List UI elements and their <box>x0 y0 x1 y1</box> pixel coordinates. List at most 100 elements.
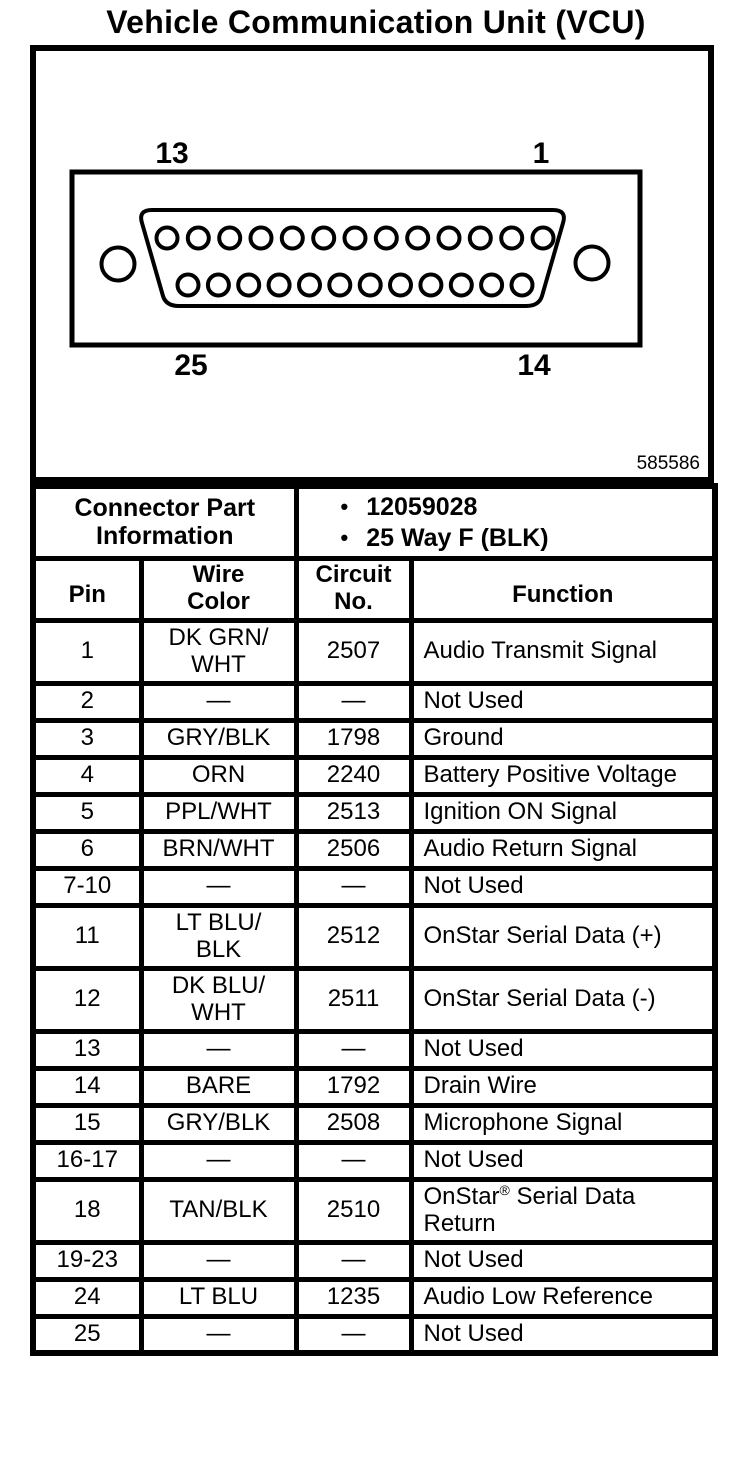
circuit-cell: — <box>293 1139 414 1182</box>
circuit-cell: 2506 <box>293 828 414 871</box>
table-row: 7-10 — — Not Used <box>30 865 718 908</box>
pin-hole <box>342 225 368 251</box>
table-row: 25 — — Not Used <box>30 1313 718 1356</box>
pin-cell: 4 <box>30 754 144 797</box>
pin-cell: 12 <box>30 965 144 1034</box>
table-row: 3 GRY/BLK 1798 Ground <box>30 717 718 760</box>
function-cell: Audio Transmit Signal <box>408 617 718 686</box>
pin-hole <box>499 225 525 251</box>
mounting-hole-left <box>99 245 137 283</box>
pin-label-14: 14 <box>517 349 551 382</box>
connector-part-number: • 12059028 <box>299 493 713 521</box>
function-text: OnStar <box>423 1182 500 1210</box>
function-cell: Audio Low Reference <box>408 1276 718 1319</box>
function-cell: Not Used <box>408 1139 718 1182</box>
header-function: Function <box>408 555 718 623</box>
pin-hole <box>509 272 535 298</box>
function-cell: Ground <box>408 717 718 760</box>
pin-cell: 25 <box>30 1313 144 1356</box>
pin-holes-top-row <box>154 225 556 251</box>
table-row: 11 LT BLU/ BLK 2512 OnStar Serial Data (… <box>30 902 718 971</box>
pin-cell: 18 <box>30 1176 144 1245</box>
pin-hole <box>405 225 431 251</box>
wire-color-cell: ORN <box>138 754 299 797</box>
connector-info-values: • 12059028 • 25 Way F (BLK) <box>293 483 718 561</box>
circuit-cell: 2507 <box>293 617 414 686</box>
circuit-cell: 2511 <box>293 965 414 1034</box>
table-row: 14 BARE 1792 Drain Wire <box>30 1065 718 1108</box>
pin-cell: 7-10 <box>30 865 144 908</box>
pin-cell: 15 <box>30 1102 144 1145</box>
function-cell: Ignition ON Signal <box>408 791 718 834</box>
function-cell: Not Used <box>408 1239 718 1282</box>
pin-hole <box>467 225 493 251</box>
circuit-cell: 2508 <box>293 1102 414 1145</box>
header-wire-color: Wire Color <box>138 555 299 623</box>
circuit-cell: — <box>293 1028 414 1071</box>
pin-hole <box>175 272 201 298</box>
connector-type: • 25 Way F (BLK) <box>299 524 713 552</box>
table-row: 6 BRN/WHT 2506 Audio Return Signal <box>30 828 718 871</box>
wire-color-cell: — <box>138 1239 299 1282</box>
table-header-row: Pin Wire Color Circuit No. Function <box>30 555 718 623</box>
wire-color-cell: — <box>138 1313 299 1356</box>
wire-color-cell: LT BLU/ BLK <box>138 902 299 971</box>
pin-hole <box>185 225 211 251</box>
circuit-cell: 2513 <box>293 791 414 834</box>
table-row: 12 DK BLU/ WHT 2511 OnStar Serial Data (… <box>30 965 718 1034</box>
wire-color-cell: — <box>138 1139 299 1182</box>
function-cell: Not Used <box>408 865 718 908</box>
table-row: 5 PPL/WHT 2513 Ignition ON Signal <box>30 791 718 834</box>
pin-hole <box>236 272 262 298</box>
function-text: Serial Data <box>509 1182 636 1210</box>
wire-color-cell: TAN/BLK <box>138 1176 299 1245</box>
pin-label-25: 25 <box>174 349 208 382</box>
pin-cell: 14 <box>30 1065 144 1108</box>
circuit-cell: 1798 <box>293 717 414 760</box>
connector-pinout-table: Connector Part Information • 12059028 • … <box>30 483 718 1356</box>
table-row: 1 DK GRN/ WHT 2507 Audio Transmit Signal <box>30 617 718 686</box>
pin-hole <box>154 225 180 251</box>
wire-color-cell: DK BLU/ WHT <box>138 965 299 1034</box>
pin-hole <box>297 272 322 298</box>
registered-trademark-icon: ® <box>499 1181 510 1198</box>
mounting-hole-right <box>573 244 611 282</box>
circuit-cell: — <box>293 680 414 723</box>
connector-info-label: Connector Part Information <box>30 483 299 561</box>
wire-color-cell: — <box>138 680 299 723</box>
wire-color-cell: — <box>138 865 299 908</box>
pin-hole <box>388 272 413 298</box>
pin-cell: 3 <box>30 717 144 760</box>
pin-hole <box>279 225 305 251</box>
connector-outline <box>69 169 643 348</box>
figure-number: 585586 <box>636 453 700 474</box>
function-cell: Not Used <box>408 680 718 723</box>
pin-hole <box>373 225 399 251</box>
pin-hole <box>311 225 337 251</box>
table-row: 4 ORN 2240 Battery Positive Voltage <box>30 754 718 797</box>
page-title: Vehicle Communication Unit (VCU) <box>106 4 646 40</box>
circuit-cell: 2512 <box>293 902 414 971</box>
pin-hole <box>266 272 292 298</box>
header-pin: Pin <box>30 555 144 623</box>
pin-label-1: 1 <box>532 137 550 170</box>
circuit-cell: 2240 <box>293 754 414 797</box>
pin-hole <box>418 272 444 298</box>
pin-hole <box>327 272 353 298</box>
wire-color-cell: — <box>138 1028 299 1071</box>
table-row: 24 LT BLU 1235 Audio Low Reference <box>30 1276 718 1319</box>
pin-label-13: 13 <box>155 137 189 170</box>
connector-info-row: Connector Part Information • 12059028 • … <box>30 483 718 561</box>
table-row: 18 TAN/BLK 2510 OnStar® Serial Data Retu… <box>30 1176 718 1245</box>
connector-diagram <box>69 169 643 348</box>
pin-hole <box>448 272 474 298</box>
function-cell: OnStar® Serial Data Return <box>408 1176 718 1245</box>
bullet-icon: • <box>340 493 349 519</box>
wire-color-cell: LT BLU <box>138 1276 299 1319</box>
connector-figure: 13 1 25 14 585586 <box>30 45 714 483</box>
pin-hole <box>479 272 505 298</box>
wire-color-cell: GRY/BLK <box>138 1102 299 1145</box>
pin-hole <box>530 225 556 251</box>
function-cell: Not Used <box>408 1028 718 1071</box>
header-circuit-no: Circuit No. <box>293 555 414 623</box>
